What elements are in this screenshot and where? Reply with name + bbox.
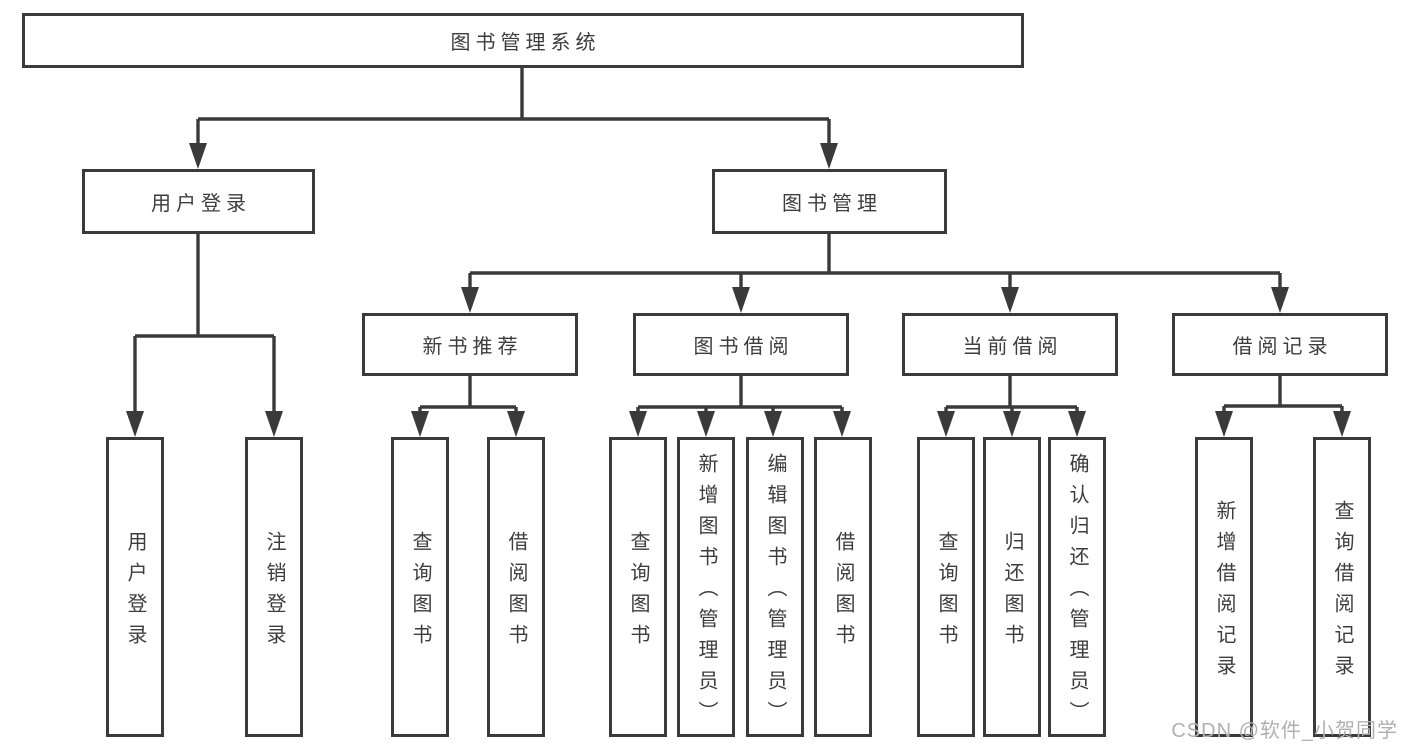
leaf-edit-book-admin: 编辑图书（管理员）: [746, 437, 804, 737]
node-label: 新书推荐: [422, 336, 523, 358]
node-user-login: 用户登录: [82, 169, 315, 234]
leaf-add-book-admin: 新增图书（管理员）: [677, 437, 735, 737]
leaf-query-borrow-record: 查询借阅记录: [1313, 437, 1371, 737]
connector-borrow-to-leaves: [636, 376, 844, 418]
node-label: 图书管理: [782, 193, 882, 215]
node-book-borrowing: 图书借阅: [633, 313, 849, 376]
node-label: 用户登录: [151, 193, 251, 215]
node-label: 借阅图书: [832, 530, 854, 655]
node-label: 归还图书: [1001, 530, 1023, 655]
node-new-book-recommend: 新书推荐: [362, 313, 578, 376]
node-label: 查询借阅记录: [1331, 499, 1353, 686]
leaf-query-books-recommend: 查询图书: [391, 437, 449, 737]
csdn-watermark: CSDN @软件_小贺同学: [1171, 720, 1398, 742]
leaf-borrow-books-borrow: 借阅图书: [814, 437, 872, 737]
node-label: 图书管理系统: [450, 32, 601, 54]
node-label: 用户登录: [124, 530, 146, 655]
leaf-add-borrow-record: 新增借阅记录: [1195, 437, 1253, 737]
connector-records-to-leaves: [1222, 376, 1344, 418]
arrowhead-icons: [126, 143, 1351, 437]
connector-recommend-to-leaves: [418, 376, 518, 418]
leaf-return-book: 归还图书: [983, 437, 1041, 737]
leaf-query-books-borrow: 查询图书: [609, 437, 667, 737]
leaf-query-books-current: 查询图书: [917, 437, 975, 737]
node-library-management-system: 图书管理系统: [22, 13, 1024, 68]
node-label: 新增借阅记录: [1213, 499, 1235, 686]
connector-root-to-level2: [196, 68, 831, 148]
node-label: 确认归还（管理员）: [1066, 453, 1088, 732]
node-label: 新增图书（管理员）: [695, 453, 717, 732]
leaf-logout: 注销登录: [245, 437, 303, 737]
leaf-user-login: 用户登录: [106, 437, 164, 737]
node-label: 当前借阅: [962, 336, 1063, 358]
node-label: 借阅记录: [1232, 336, 1333, 358]
node-current-borrowing: 当前借阅: [902, 313, 1118, 376]
node-label: 查询图书: [935, 530, 957, 655]
leaf-confirm-return-admin: 确认归还（管理员）: [1048, 437, 1106, 737]
node-label: 注销登录: [263, 530, 285, 655]
connector-login-to-leaves: [133, 234, 276, 416]
connector-management-to-level3: [468, 234, 1282, 292]
node-label: 查询图书: [627, 530, 649, 655]
node-label: 编辑图书（管理员）: [764, 453, 786, 732]
leaf-borrow-books-recommend: 借阅图书: [487, 437, 545, 737]
node-label: 查询图书: [409, 530, 431, 655]
node-book-management: 图书管理: [712, 169, 947, 234]
node-borrowing-records: 借阅记录: [1172, 313, 1388, 376]
node-label: 借阅图书: [505, 530, 527, 655]
node-label: 图书借阅: [693, 336, 794, 358]
